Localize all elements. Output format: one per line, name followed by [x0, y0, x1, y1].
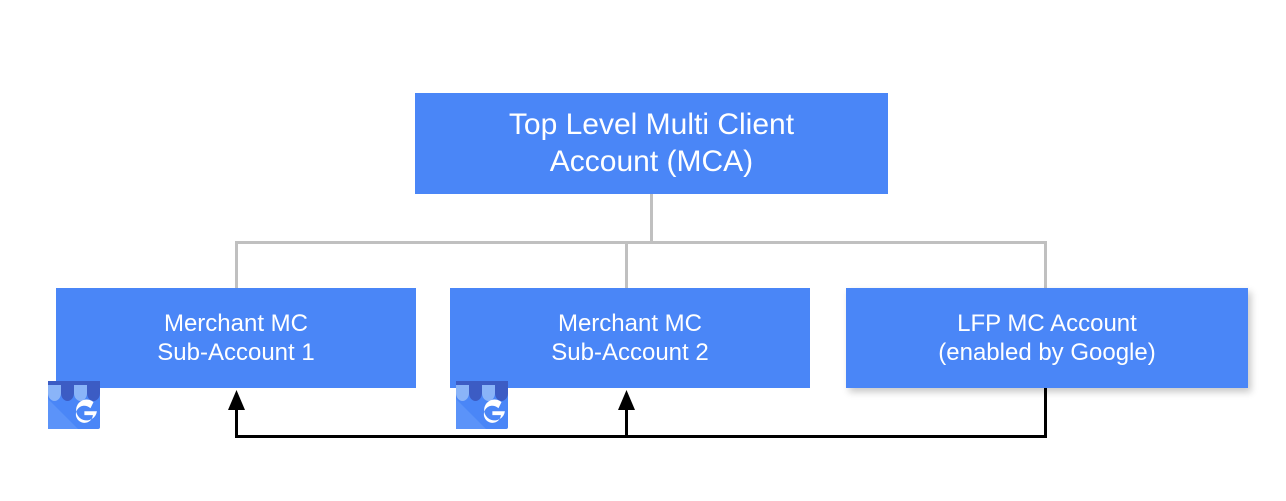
node-lfp-mc-account[interactable]: LFP MC Account (enabled by Google)	[846, 288, 1248, 388]
google-my-business-icon	[456, 381, 508, 429]
node-merchant-sub-account-2-label: Merchant MC Sub-Account 2	[551, 309, 709, 366]
arrowhead-to-sub1	[228, 390, 245, 410]
node-merchant-sub-account-1-label: Merchant MC Sub-Account 1	[157, 309, 315, 366]
node-merchant-sub-account-1[interactable]: Merchant MC Sub-Account 1	[56, 288, 416, 388]
tree-connectors	[235, 194, 1047, 289]
gmb-letter-g	[75, 399, 97, 423]
arrowheads	[228, 390, 635, 410]
lfp-feedback-arrows	[235, 388, 1047, 438]
node-top-level-mca-label: Top Level Multi Client Account (MCA)	[508, 107, 795, 178]
node-lfp-mc-account-label: LFP MC Account (enabled by Google)	[938, 309, 1156, 366]
node-top-level-mca[interactable]: Top Level Multi Client Account (MCA)	[415, 93, 888, 194]
arrowhead-to-sub2	[618, 390, 635, 410]
google-my-business-icon	[48, 381, 100, 429]
node-merchant-sub-account-2[interactable]: Merchant MC Sub-Account 2	[450, 288, 810, 388]
gmb-letter-g	[483, 399, 505, 423]
